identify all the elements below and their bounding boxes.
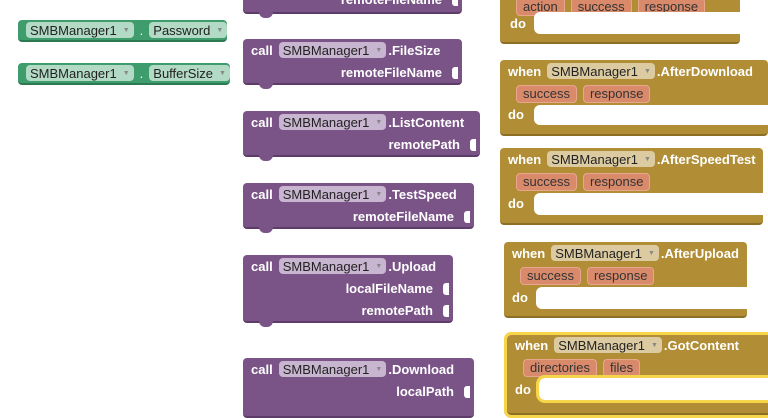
- do-label: do: [512, 290, 528, 305]
- when-label: when: [512, 245, 546, 261]
- param-success[interactable]: success: [516, 173, 577, 191]
- event-gotcontent-block[interactable]: when SMBManager1▼.GotContent directories f…: [504, 332, 768, 418]
- arg-label: remoteFileName: [352, 209, 454, 224]
- component-dropdown[interactable]: SMBManager1▼: [554, 337, 662, 353]
- do-statement-slot[interactable]: [534, 105, 768, 125]
- dot: .: [139, 65, 144, 81]
- chevron-down-icon: ▼: [216, 26, 224, 34]
- event-name: .GotContent: [663, 337, 739, 353]
- input-socket[interactable]: [464, 210, 470, 223]
- component-dropdown[interactable]: SMBManager1▼: [278, 186, 387, 202]
- do-statement-slot[interactable]: [534, 12, 740, 34]
- call-label: call: [251, 114, 273, 130]
- event-name: .AfterUpload: [660, 245, 739, 261]
- arg-label: localFileName: [345, 281, 433, 296]
- chevron-down-icon: ▼: [375, 190, 383, 198]
- arg-label: remotePath: [361, 303, 433, 318]
- do-statement-slot[interactable]: [536, 287, 747, 309]
- component-dropdown[interactable]: SMBManager1▼: [278, 361, 387, 377]
- property-dropdown[interactable]: BufferSize▼: [149, 65, 230, 81]
- call-label: call: [251, 42, 273, 58]
- param-response[interactable]: response: [582, 85, 651, 103]
- chevron-down-icon: ▼: [122, 69, 130, 77]
- call-upload-block[interactable]: call SMBManager1▼.Upload localFileName re…: [243, 255, 453, 327]
- param-success[interactable]: success: [520, 267, 581, 285]
- input-socket[interactable]: [443, 304, 449, 317]
- chevron-down-icon: ▼: [643, 67, 651, 75]
- chevron-down-icon: ▼: [122, 26, 130, 34]
- call-block-partial[interactable]: remoteFileName: [243, 0, 462, 18]
- chevron-down-icon: ▼: [647, 249, 655, 257]
- component-dropdown[interactable]: SMBManager1▼: [278, 258, 387, 274]
- method-name: .Upload: [388, 258, 437, 274]
- component-dropdown[interactable]: SMBManager1▼: [551, 245, 659, 261]
- param-response[interactable]: response: [586, 267, 655, 285]
- do-label: do: [515, 382, 531, 397]
- event-afterspeedtest-block[interactable]: when SMBManager1▼.AfterSpeedTest success r…: [500, 148, 763, 225]
- chevron-down-icon: ▼: [375, 118, 383, 126]
- method-name: .TestSpeed: [388, 186, 457, 202]
- when-label: when: [508, 151, 542, 167]
- do-label: do: [508, 196, 524, 211]
- call-testspeed-block[interactable]: call SMBManager1▼.TestSpeed remoteFileNam…: [243, 183, 474, 233]
- when-label: when: [508, 63, 542, 79]
- chevron-down-icon: ▼: [219, 69, 226, 77]
- event-name: .AfterDownload: [656, 63, 753, 79]
- input-socket[interactable]: [452, 0, 458, 6]
- component-dropdown[interactable]: SMBManager1▼: [547, 63, 655, 79]
- do-label: do: [510, 16, 526, 31]
- dot: .: [139, 22, 144, 38]
- when-label: when: [515, 337, 549, 353]
- call-label: call: [251, 258, 273, 274]
- chevron-down-icon: ▼: [375, 46, 383, 54]
- method-name: .ListContent: [388, 114, 465, 130]
- chevron-down-icon: ▼: [650, 341, 658, 349]
- chevron-down-icon: ▼: [375, 365, 383, 373]
- do-statement-slot[interactable]: [536, 375, 768, 403]
- call-download-block[interactable]: call SMBManager1▼.Download localPath: [243, 358, 474, 418]
- getter-password-block[interactable]: SMBManager1▼ . Password▼: [18, 20, 228, 42]
- call-label: call: [251, 361, 273, 377]
- param-response[interactable]: response: [582, 173, 651, 191]
- method-name: .Download: [388, 361, 455, 377]
- property-dropdown[interactable]: Password▼: [149, 22, 228, 38]
- event-afterdownload-block[interactable]: when SMBManager1▼.AfterDownload success re…: [500, 60, 768, 136]
- arg-label: localPath: [396, 384, 454, 399]
- getter-buffersize-block[interactable]: SMBManager1▼ . BufferSize▼: [18, 63, 230, 85]
- param-files[interactable]: files: [602, 359, 641, 377]
- call-filesize-block[interactable]: call SMBManager1▼.FileSize remoteFileName: [243, 39, 462, 89]
- do-statement-slot[interactable]: [534, 193, 763, 215]
- component-dropdown[interactable]: SMBManager1▼: [278, 42, 387, 58]
- input-socket[interactable]: [464, 385, 470, 398]
- component-dropdown[interactable]: SMBManager1▼: [26, 65, 134, 81]
- event-name: .AfterSpeedTest: [656, 151, 756, 167]
- arg-label: remotePath: [388, 137, 460, 152]
- param-directories[interactable]: directories: [523, 359, 597, 377]
- chevron-down-icon: ▼: [375, 262, 383, 270]
- component-dropdown[interactable]: SMBManager1▼: [278, 114, 387, 130]
- input-socket[interactable]: [470, 138, 476, 151]
- call-listcontent-block[interactable]: call SMBManager1▼.ListContent remotePath: [243, 111, 480, 161]
- arg-label: remoteFileName: [340, 65, 442, 80]
- input-socket[interactable]: [443, 282, 449, 295]
- event-afterupload-block[interactable]: when SMBManager1▼.AfterUpload success resp…: [504, 242, 747, 318]
- arg-label: remoteFileName: [341, 0, 442, 7]
- do-label: do: [508, 107, 524, 122]
- method-name: .FileSize: [388, 42, 441, 58]
- input-socket[interactable]: [452, 66, 458, 79]
- component-dropdown[interactable]: SMBManager1▼: [26, 22, 134, 38]
- component-dropdown[interactable]: SMBManager1▼: [547, 151, 655, 167]
- param-success[interactable]: success: [516, 85, 577, 103]
- chevron-down-icon: ▼: [643, 155, 651, 163]
- call-label: call: [251, 186, 273, 202]
